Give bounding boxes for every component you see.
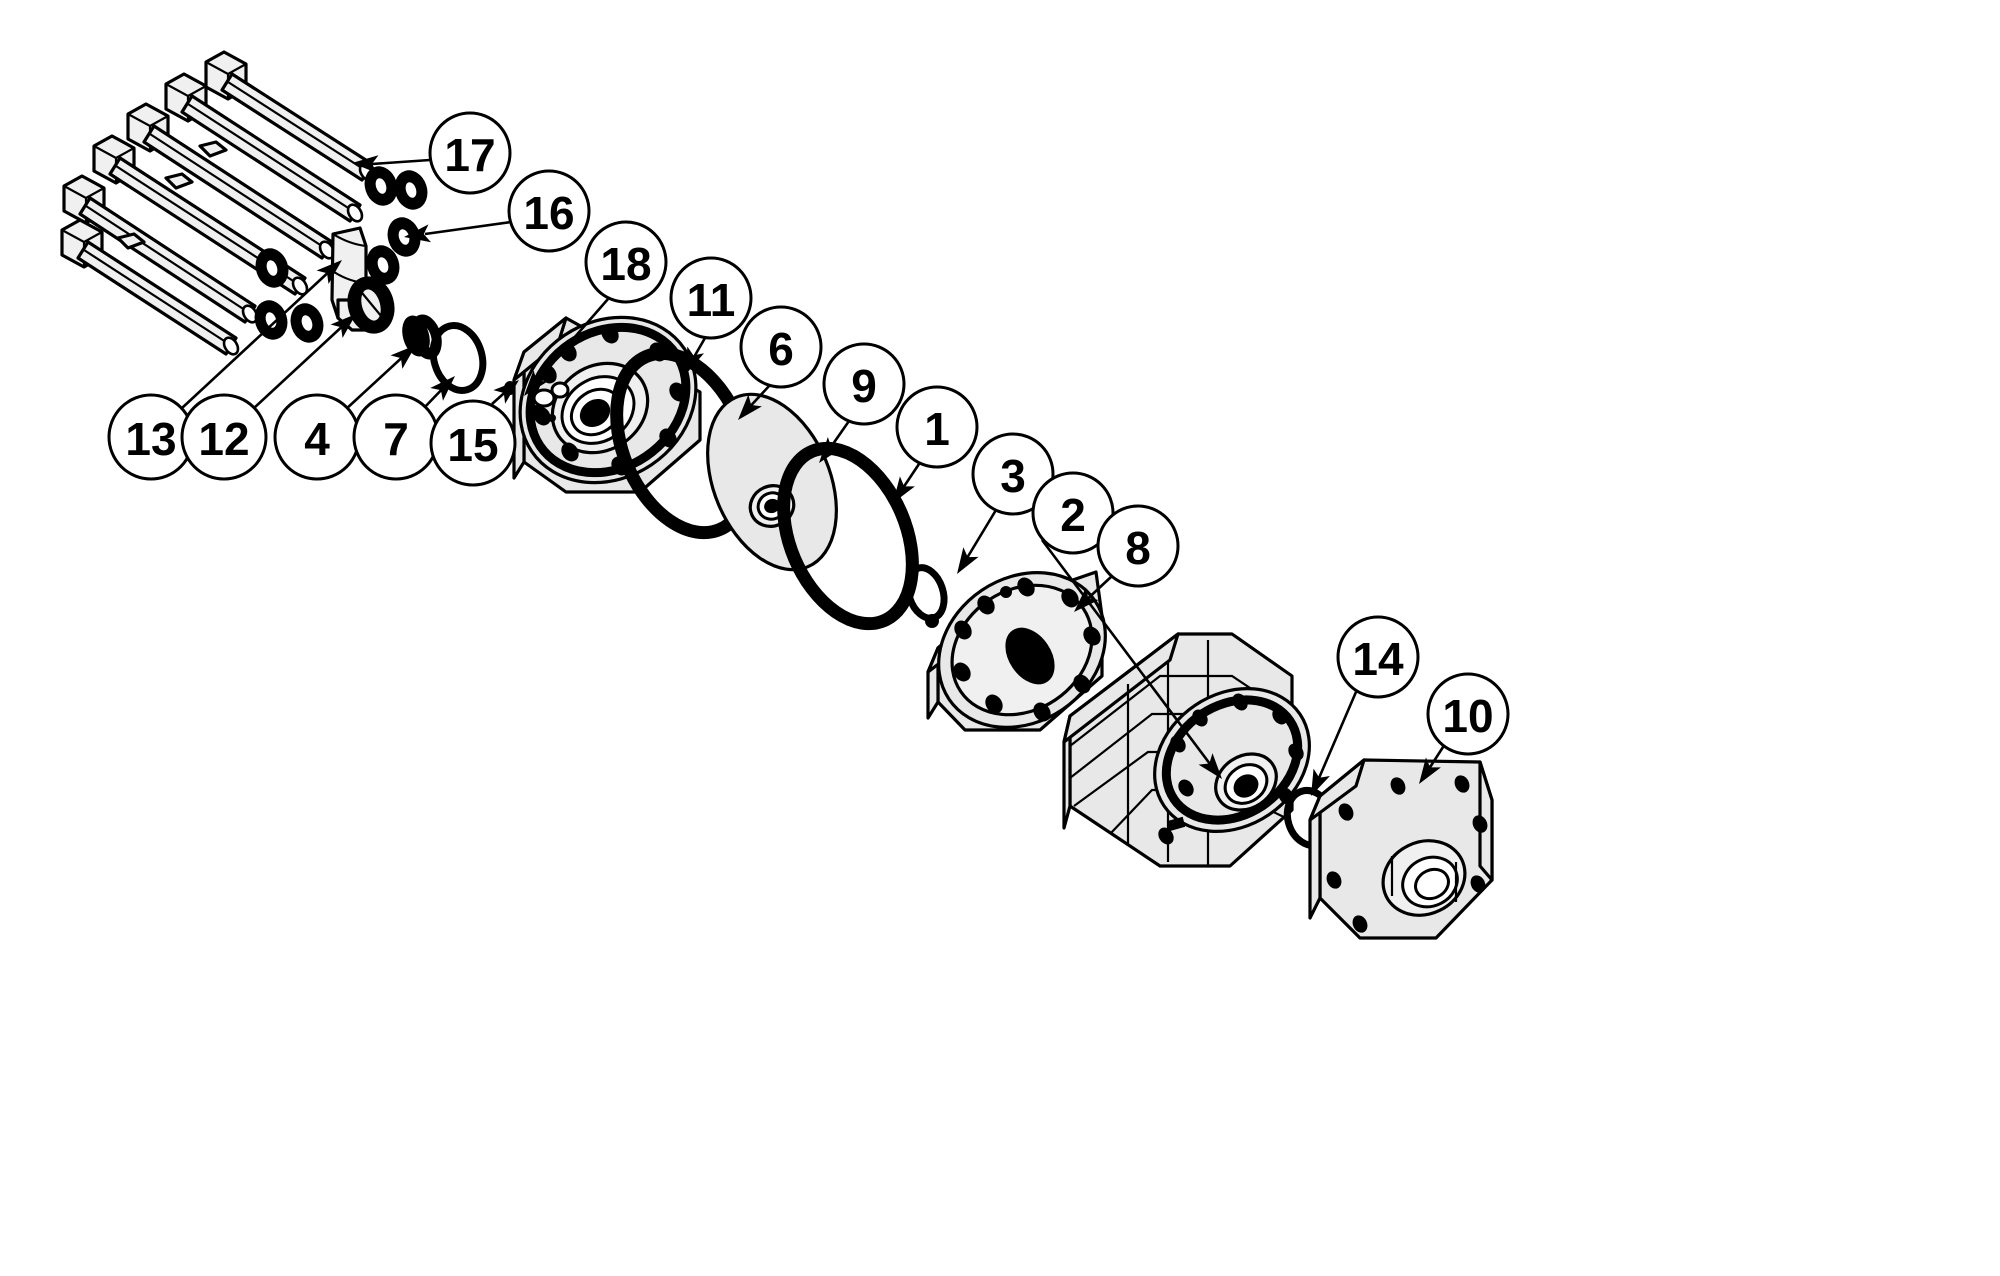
callout-circle[interactable] [895,385,979,469]
callout-number: 1 [924,403,950,455]
callout-number: 17 [444,129,495,181]
flat-washer [290,303,324,343]
callout-number: 18 [600,238,651,290]
leader-arrowhead [316,260,342,285]
leader-line [181,267,334,409]
leader-arrowhead [893,476,915,503]
callout-number: 7 [383,413,409,465]
medium-oring [777,441,919,631]
callout-balloon-9[interactable]: 9 [812,342,906,469]
callout-number: 14 [1352,633,1404,685]
callout-circle[interactable] [822,342,906,426]
bolt-group [60,50,376,356]
small-oring-1 [904,564,948,622]
leader-arrowhead [330,314,356,339]
callout-circle[interactable] [429,399,517,487]
callout-circle[interactable] [507,169,591,253]
callout-number: 16 [523,187,574,239]
flat-washer [394,170,428,210]
leader-line [424,220,512,236]
callout-number: 4 [304,413,330,465]
leader-line [371,158,431,166]
leader-line [1040,539,1215,769]
callout-circle[interactable] [669,256,753,340]
long-hex-bolt [62,174,259,324]
leader-arrowhead [352,155,379,174]
flat-washer [254,300,288,340]
leader-arrowhead [957,547,979,574]
callout-circle[interactable] [1096,504,1180,588]
callout-number: 9 [851,360,877,412]
flat-washer [255,248,289,288]
callout-balloon-1[interactable]: 1 [886,385,979,508]
end-cover-plate [926,570,1107,732]
long-hex-bolt [126,102,336,260]
callout-number: 10 [1442,690,1493,742]
small-oring [925,614,939,628]
leader-arrowhead [686,346,705,374]
long-hex-bolt [60,218,240,356]
callout-circle[interactable] [180,393,268,481]
leader-arrowhead [390,345,416,369]
callout-number: 2 [1060,489,1086,541]
callout-balloon-13[interactable]: 13 [107,253,348,481]
leader-line [344,351,409,411]
callout-number: 6 [768,323,794,375]
callout-number: 3 [1000,450,1026,502]
callout-balloon-16[interactable]: 16 [403,169,591,253]
rear-housing [1308,758,1494,940]
callout-circle[interactable] [1336,615,1420,699]
callout-circle[interactable] [584,220,668,304]
leader-arrowhead [1311,768,1330,796]
callout-number: 13 [125,413,176,465]
callout-balloon-4[interactable]: 4 [273,338,422,481]
leader-line [532,298,609,386]
callout-balloon-8[interactable]: 8 [1068,504,1180,618]
small-oring-7 [429,322,487,394]
callout-circle[interactable] [739,305,823,389]
callout-balloon-3[interactable]: 3 [949,432,1055,579]
callout-balloon-10[interactable]: 10 [1412,672,1510,789]
callout-balloon-11[interactable]: 11 [669,256,753,377]
leader-arrowhead [819,436,843,463]
callout-number: 15 [447,419,498,471]
flat-washer [364,166,398,206]
long-hex-bolt [204,50,376,182]
leader-line [1314,691,1358,786]
callout-number: 11 [687,274,736,326]
leader-arrowhead [1198,753,1222,779]
callout-balloon-15[interactable]: 15 [429,373,525,487]
leader-arrowhead [1419,757,1441,784]
callout-balloon-2[interactable]: 2 [1031,471,1229,785]
callout-circle[interactable] [428,111,512,195]
callout-balloon-14[interactable]: 14 [1303,615,1420,800]
flat-washer [366,245,400,285]
leader-arrowhead [430,376,455,401]
callout-circle[interactable] [1426,672,1510,756]
callout-circle[interactable] [971,432,1055,516]
leader-arrowhead [1074,587,1099,612]
callout-number: 12 [198,413,249,465]
leader-line [253,321,348,409]
leader-arrowhead [493,380,519,404]
callout-balloon-6[interactable]: 6 [731,305,823,426]
long-hex-bolt [164,72,364,223]
leader-arrowhead [404,224,432,243]
leader-arrowhead [738,394,762,420]
leader-line [962,509,998,564]
callout-balloon-17[interactable]: 17 [352,111,512,195]
callout-balloon-18[interactable]: 18 [517,220,668,402]
callout-number: 8 [1125,522,1151,574]
callout-balloon-12[interactable]: 12 [180,307,362,481]
leader-arrowhead [524,370,548,396]
cylinder-block [1062,632,1311,868]
